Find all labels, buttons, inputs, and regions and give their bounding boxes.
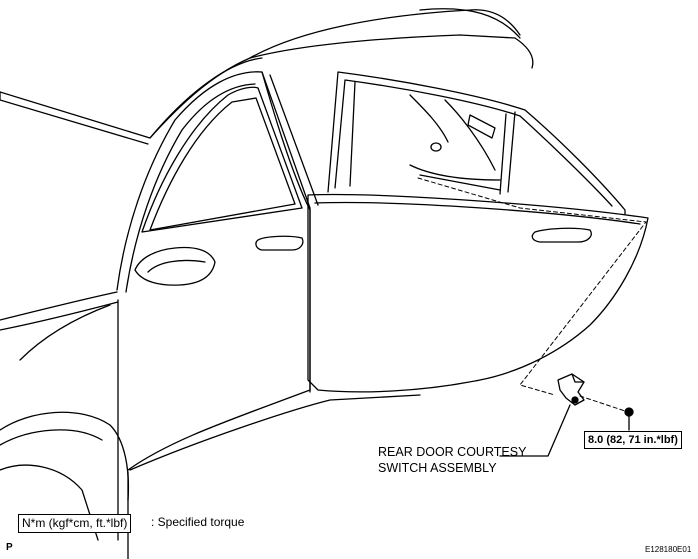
- part-label-line2: SWITCH ASSEMBLY: [378, 461, 497, 475]
- front-door: [116, 71, 311, 471]
- legend-units-box: N*m (kgf*cm, ft.*lbf): [18, 514, 132, 533]
- rocker-panel: [129, 394, 421, 471]
- part-label-line1: REAR DOOR COURTESY: [378, 445, 527, 459]
- rear-door-handle: [531, 227, 592, 243]
- switch-location-leader: [417, 177, 647, 396]
- courtesy-switch-icon: [557, 373, 585, 406]
- roof-edge: [0, 91, 149, 145]
- rear-door: [307, 193, 649, 393]
- figure-code: E128180E01: [645, 545, 692, 554]
- roof-line: [0, 34, 534, 139]
- torque-value-box: 8.0 (82, 71 in.*lbf): [584, 431, 682, 449]
- front-wheel-arch: [0, 411, 130, 501]
- rear-door-window-frame: [327, 71, 626, 215]
- page-mark: P: [6, 542, 13, 553]
- part-label-leader: [499, 404, 571, 457]
- legend-description: : Specified torque: [151, 515, 245, 529]
- torque-point-icon: [624, 407, 634, 417]
- side-mirror: [134, 246, 216, 286]
- front-door-handle: [255, 235, 304, 251]
- seatbelt-anchor: [430, 142, 442, 152]
